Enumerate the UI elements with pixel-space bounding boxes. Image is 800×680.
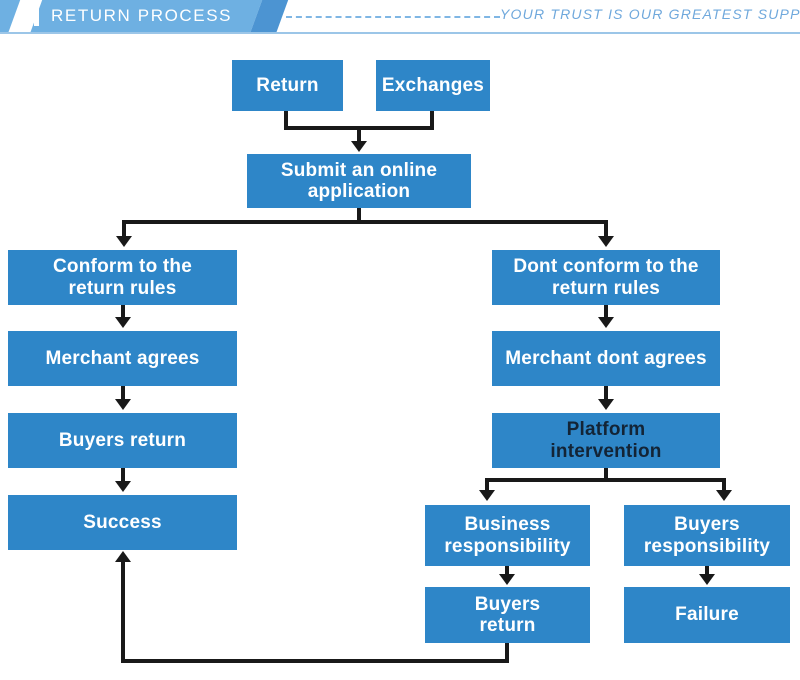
edge-loop-down <box>505 643 509 663</box>
arrowhead-into-success <box>115 481 131 492</box>
edge-split-left-drop <box>122 220 126 238</box>
arrowhead-into-submit <box>351 141 367 152</box>
edge-business-resp-to-buyers-return <box>505 566 509 577</box>
edge-conform-to-merchant-agrees <box>121 305 125 320</box>
node-buyers-responsibility[interactable]: Buyers responsibility <box>624 505 790 566</box>
edge-merchant-dont-to-platform <box>604 386 608 402</box>
edge-platform-split-right-drop <box>722 478 726 492</box>
node-conform-to-return-rules[interactable]: Conform to the return rules <box>8 250 237 305</box>
arrowhead-into-buyers-return-bottom <box>499 574 515 585</box>
arrowhead-into-dont-conform <box>598 236 614 247</box>
node-business-responsibility[interactable]: Business responsibility <box>425 505 590 566</box>
edge-merchant-agrees-to-buyers-return <box>121 386 125 402</box>
arrowhead-into-merchant-dont-agrees <box>598 317 614 328</box>
header-dashed-divider <box>286 16 500 18</box>
header-tagline: YOUR TRUST IS OUR GREATEST SUPPORT <box>500 6 800 22</box>
arrowhead-into-conform <box>116 236 132 247</box>
node-merchant-dont-agrees[interactable]: Merchant dont agrees <box>492 331 720 386</box>
page-header: RETURN PROCESS YOUR TRUST IS OUR GREATES… <box>0 0 800 34</box>
arrowhead-into-buyers-responsibility <box>716 490 732 501</box>
header-bottom-rule <box>0 32 800 34</box>
arrowhead-into-merchant-agrees <box>115 317 131 328</box>
edge-split-right-drop <box>604 220 608 238</box>
page-title: RETURN PROCESS <box>51 6 233 25</box>
edge-submit-to-split <box>357 208 361 224</box>
node-submit-online-application[interactable]: Submit an online application <box>247 154 471 208</box>
arrowhead-into-buyers-return-left <box>115 399 131 410</box>
node-buyers-return-bottom[interactable]: Buyers return <box>425 587 590 643</box>
node-platform-intervention[interactable]: Platform intervention <box>492 413 720 468</box>
node-failure[interactable]: Failure <box>624 587 790 643</box>
edge-loop-up <box>121 562 125 663</box>
edge-loop-horizontal <box>121 659 509 663</box>
node-return[interactable]: Return <box>232 60 343 111</box>
arrowhead-into-platform-intervention <box>598 399 614 410</box>
edge-platform-split-left-drop <box>485 478 489 492</box>
node-buyers-return-left[interactable]: Buyers return <box>8 413 237 468</box>
edge-buyers-resp-to-failure <box>705 566 709 577</box>
node-merchant-agrees[interactable]: Merchant agrees <box>8 331 237 386</box>
edge-return-to-merge <box>284 111 288 130</box>
edge-dont-conform-to-merchant-dont <box>604 305 608 320</box>
header-bullet-icon <box>34 9 39 26</box>
node-dont-conform-to-return-rules[interactable]: Dont conform to the return rules <box>492 250 720 305</box>
edge-exchanges-to-merge <box>430 111 434 130</box>
arrowhead-into-business-responsibility <box>479 490 495 501</box>
edge-platform-to-split <box>604 468 608 482</box>
node-success[interactable]: Success <box>8 495 237 550</box>
edge-split-horizontal <box>122 220 608 224</box>
edge-buyers-return-to-success <box>121 468 125 484</box>
edge-platform-split-horizontal <box>485 478 726 482</box>
node-exchanges[interactable]: Exchanges <box>376 60 490 111</box>
edge-merge-to-submit <box>357 126 361 143</box>
arrowhead-into-failure <box>699 574 715 585</box>
arrowhead-loop-into-success <box>115 551 131 562</box>
